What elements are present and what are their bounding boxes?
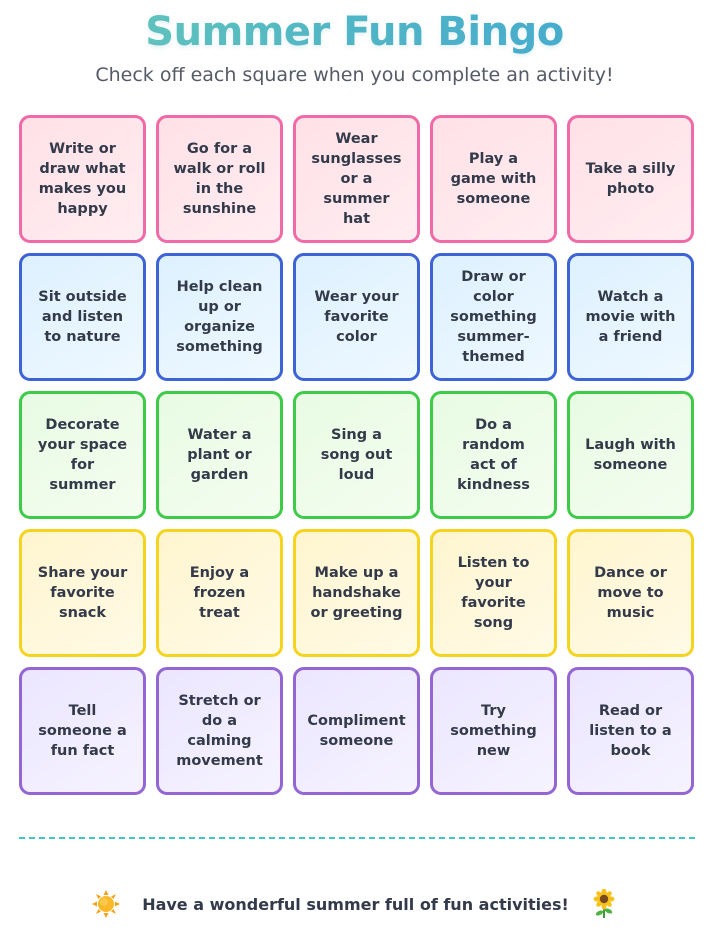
bingo-square-label: Listen to your favorite song (457, 555, 530, 631)
bingo-square-label: Share your favorite snack (37, 565, 128, 621)
bingo-square[interactable]: Stretch or do a calming movement (156, 667, 283, 795)
bingo-square[interactable]: Wear your favorite color (293, 253, 420, 381)
bingo-square[interactable]: Water a plant or garden (156, 391, 283, 519)
bingo-square-label: Sit outside and listen to nature (38, 289, 127, 345)
bingo-square-label: Go for a walk or roll in the sunshine (173, 141, 266, 217)
bingo-square[interactable]: Decorate your space for summer (19, 391, 146, 519)
bingo-square-label: Wear your favorite color (314, 289, 399, 345)
bingo-square[interactable]: Try something new (430, 667, 557, 795)
bingo-square-label: Try something new (450, 703, 537, 759)
bingo-square-label: Play a game with someone (450, 151, 537, 207)
bingo-square[interactable]: Read or listen to a book (567, 667, 694, 795)
bingo-square[interactable]: Laugh with someone (567, 391, 694, 519)
bingo-square[interactable]: Write or draw what makes you happy (19, 115, 146, 243)
bingo-square-label: Sing a song out loud (320, 427, 393, 483)
page-subtitle: Check off each square when you complete … (95, 64, 614, 86)
footer: Have a wonderful summer full of fun acti… (0, 884, 709, 924)
bingo-square[interactable]: Play a game with someone (430, 115, 557, 243)
footer-message: Have a wonderful summer full of fun acti… (142, 894, 569, 914)
bingo-square[interactable]: Make up a handshake or greeting (293, 529, 420, 657)
bingo-square-label: Tell someone a fun fact (38, 703, 127, 759)
bingo-square[interactable]: Take a silly photo (567, 115, 694, 243)
bingo-square[interactable]: Compliment someone (293, 667, 420, 795)
bingo-square[interactable]: Enjoy a frozen treat (156, 529, 283, 657)
bingo-square[interactable]: Do a random act of kindness (430, 391, 557, 519)
bingo-square[interactable]: Tell someone a fun fact (19, 667, 146, 795)
bingo-square-label: Compliment someone (307, 713, 406, 749)
bingo-square[interactable]: Sit outside and listen to nature (19, 253, 146, 381)
bingo-square-label: Help clean up or organize something (176, 279, 263, 355)
dashed-divider (19, 837, 695, 839)
bingo-square-label: Decorate your space for summer (37, 417, 128, 493)
bingo-square-label: Take a silly photo (585, 161, 676, 197)
bingo-square[interactable]: Listen to your favorite song (430, 529, 557, 657)
bingo-square[interactable]: Help clean up or organize something (156, 253, 283, 381)
bingo-square[interactable]: Watch a movie with a friend (567, 253, 694, 381)
bingo-square[interactable]: Dance or move to music (567, 529, 694, 657)
bingo-square-label: Wear sunglasses or a summer hat (311, 131, 402, 227)
bingo-square-label: Draw or color something summer-themed (450, 269, 537, 365)
bingo-square-label: Write or draw what makes you happy (38, 141, 127, 217)
page-title: Summer Fun Bingo (0, 4, 709, 60)
bingo-square[interactable]: Share your favorite snack (19, 529, 146, 657)
bingo-grid: Write or draw what makes you happy Go fo… (19, 115, 695, 795)
bingo-square-label: Water a plant or garden (187, 427, 252, 483)
sun-icon (92, 890, 121, 918)
bingo-square[interactable]: Sing a song out loud (293, 391, 420, 519)
bingo-square-label: Enjoy a frozen treat (189, 565, 250, 621)
bingo-square-label: Read or listen to a book (589, 703, 672, 759)
bingo-square[interactable]: Draw or color something summer-themed (430, 253, 557, 381)
bingo-square-label: Do a random act of kindness (457, 417, 530, 493)
sunflower-icon (591, 889, 617, 919)
bingo-square-label: Dance or move to music (594, 565, 667, 621)
bingo-square-label: Stretch or do a calming movement (176, 693, 263, 769)
bingo-square[interactable]: Wear sunglasses or a summer hat (293, 115, 420, 243)
bingo-square-label: Watch a movie with a friend (585, 289, 676, 345)
bingo-square-label: Laugh with someone (585, 437, 676, 473)
bingo-square-label: Make up a handshake or greeting (310, 565, 403, 621)
bingo-square[interactable]: Go for a walk or roll in the sunshine (156, 115, 283, 243)
